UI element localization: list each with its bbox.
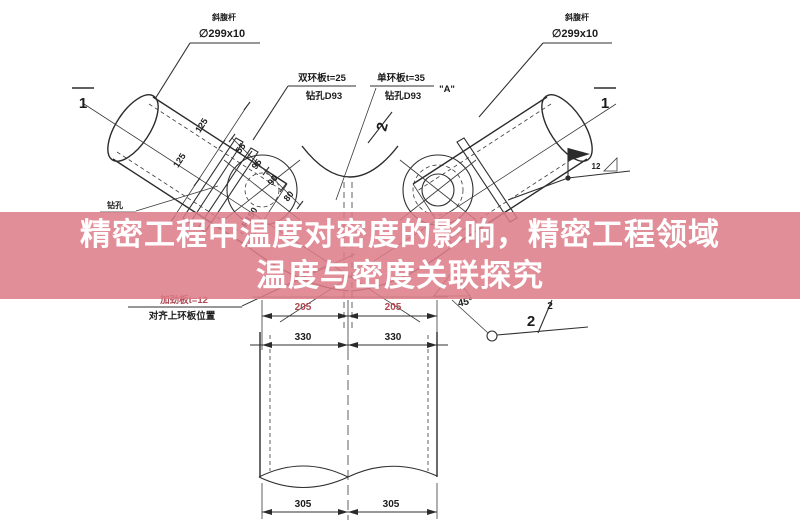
section-mark-right: 1 [594, 87, 616, 112]
detail-a-mark: "A" [439, 84, 455, 95]
section-2-bottom-a: 2 [527, 313, 535, 330]
weld-flag-symbol: 12 [507, 148, 631, 201]
dim-90: 90 [266, 173, 280, 187]
dim-row-bottom: 305 305 [261, 483, 438, 519]
dim-330-a: 330 [295, 332, 312, 343]
dim-95: 95 [250, 157, 264, 171]
section-mark-left: 1 [72, 87, 94, 112]
left-member-name: 斜腹杆 [211, 12, 236, 22]
dim-205-a: 205 [295, 302, 312, 313]
dim-305-a: 305 [295, 499, 312, 510]
banner-title-line1: 精密工程中温度对密度的影响，精密工程领域 [80, 216, 720, 252]
right-single-ring-plate [456, 137, 518, 223]
section-2-bottom-b: 2 [547, 301, 553, 312]
double-ring-note-line2: 钻孔D93 [306, 90, 342, 102]
dim-125-b: 125 [171, 151, 188, 169]
dim-305-b: 305 [383, 499, 400, 510]
dim-55: 55 [234, 141, 248, 155]
section-1-left-label: 1 [79, 95, 87, 112]
title-banner: 精密工程中温度对密度的影响，精密工程领域 温度与密度关联探究 [0, 212, 800, 299]
weld-size-label: 12 [592, 162, 601, 171]
left-member-callout: 斜腹杆 ∅299x10 [154, 12, 260, 100]
single-ring-note-line1: 单环板t=35 [377, 72, 425, 84]
right-member-name: 斜腹杆 [564, 12, 589, 22]
dim-205-b: 205 [385, 302, 402, 313]
chamfer-angle-label: 45° [457, 296, 474, 310]
banner-title-line2: 温度与密度关联探究 [256, 257, 544, 293]
section-2-top-label: 2 [373, 121, 392, 133]
dim-330-b: 330 [385, 332, 402, 343]
section-mark-bottom: 45° 2 2 [457, 296, 589, 342]
right-member-spec: ∅299x10 [552, 28, 598, 40]
section-1-right-label: 1 [601, 95, 609, 112]
chord-pipe [258, 332, 438, 520]
left-member-spec: ∅299x10 [199, 28, 245, 40]
single-ring-note: 单环板t=35 钻孔D93 "A" [370, 72, 455, 102]
left-small-note-text: 钻孔 [107, 200, 123, 210]
dim-80: 80 [282, 189, 296, 203]
single-ring-note-line2: 钻孔D93 [385, 90, 421, 102]
dim-125-group: 125 125 [168, 101, 251, 225]
stiffener-note-line2: 对齐上环板位置 [149, 310, 216, 322]
double-ring-note: 双环板t=25 钻孔D93 [252, 72, 356, 141]
right-member-callout: 斜腹杆 ∅299x10 [478, 12, 612, 118]
double-ring-note-line1: 双环板t=25 [297, 72, 346, 84]
dim-rows-upper: 205 205 330 330 [250, 300, 448, 350]
